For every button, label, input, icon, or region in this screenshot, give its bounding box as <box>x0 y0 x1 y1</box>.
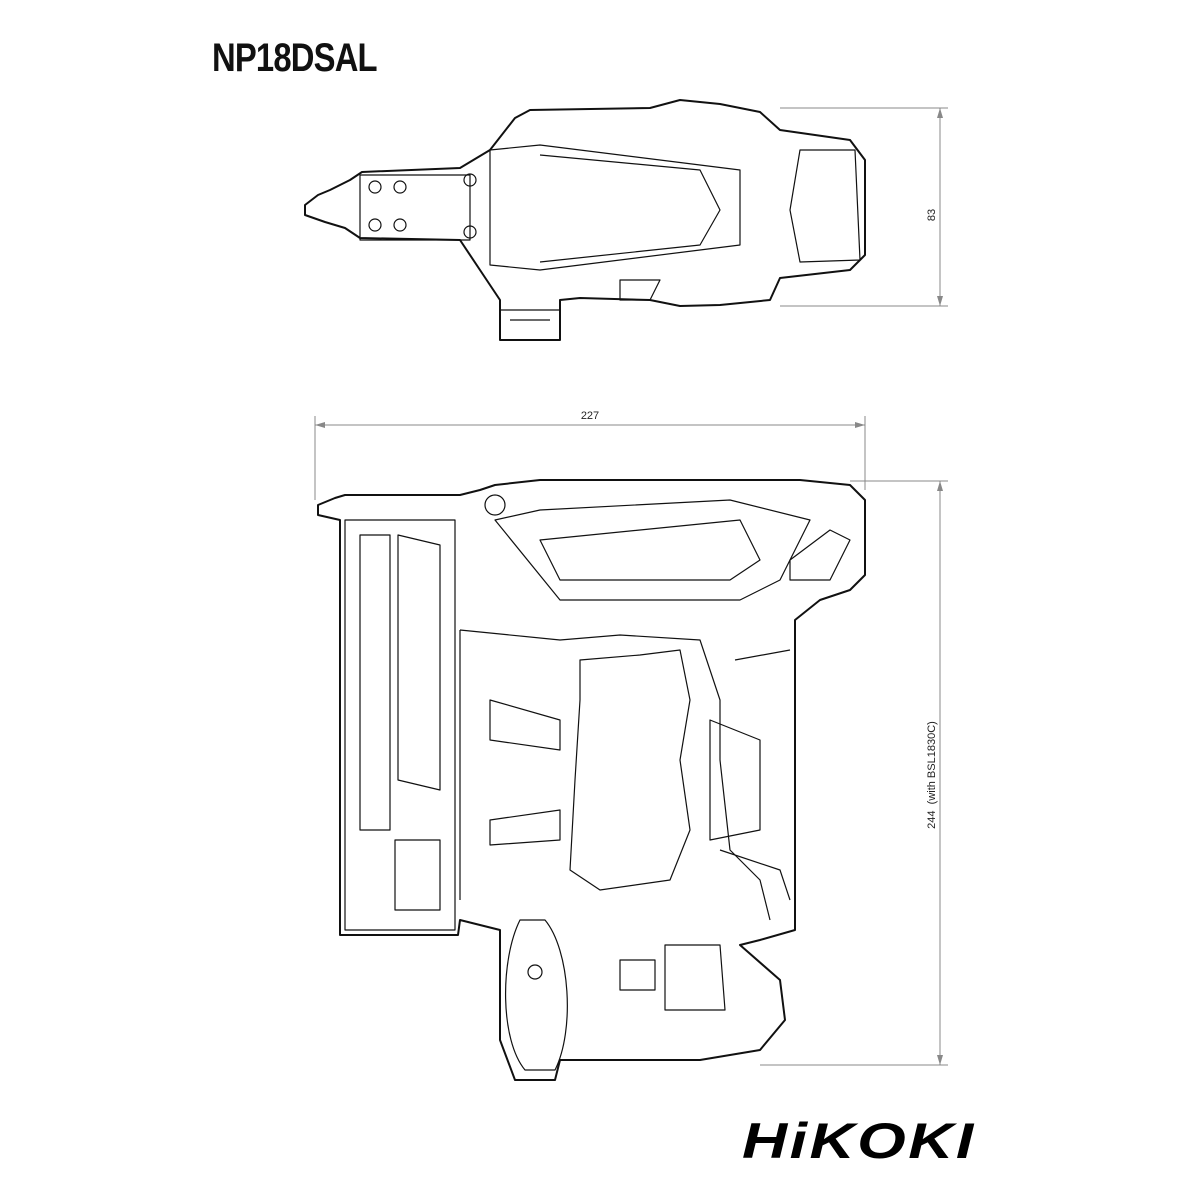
dimension-83: 83 <box>780 107 948 307</box>
top-view <box>304 99 866 341</box>
dimension-length-label: 227 <box>581 410 599 422</box>
side-view <box>317 479 866 1081</box>
dimension-227: 227 <box>314 410 866 500</box>
dimension-width-label: 83 <box>926 209 938 221</box>
hikoki-logo: HiKOKI <box>742 1113 976 1169</box>
dimension-244: 244 (with BSL1830C) <box>760 480 948 1066</box>
dimension-height-label: 244 (with BSL1830C) <box>926 721 938 829</box>
model-title: NP18DSAL <box>212 36 378 80</box>
